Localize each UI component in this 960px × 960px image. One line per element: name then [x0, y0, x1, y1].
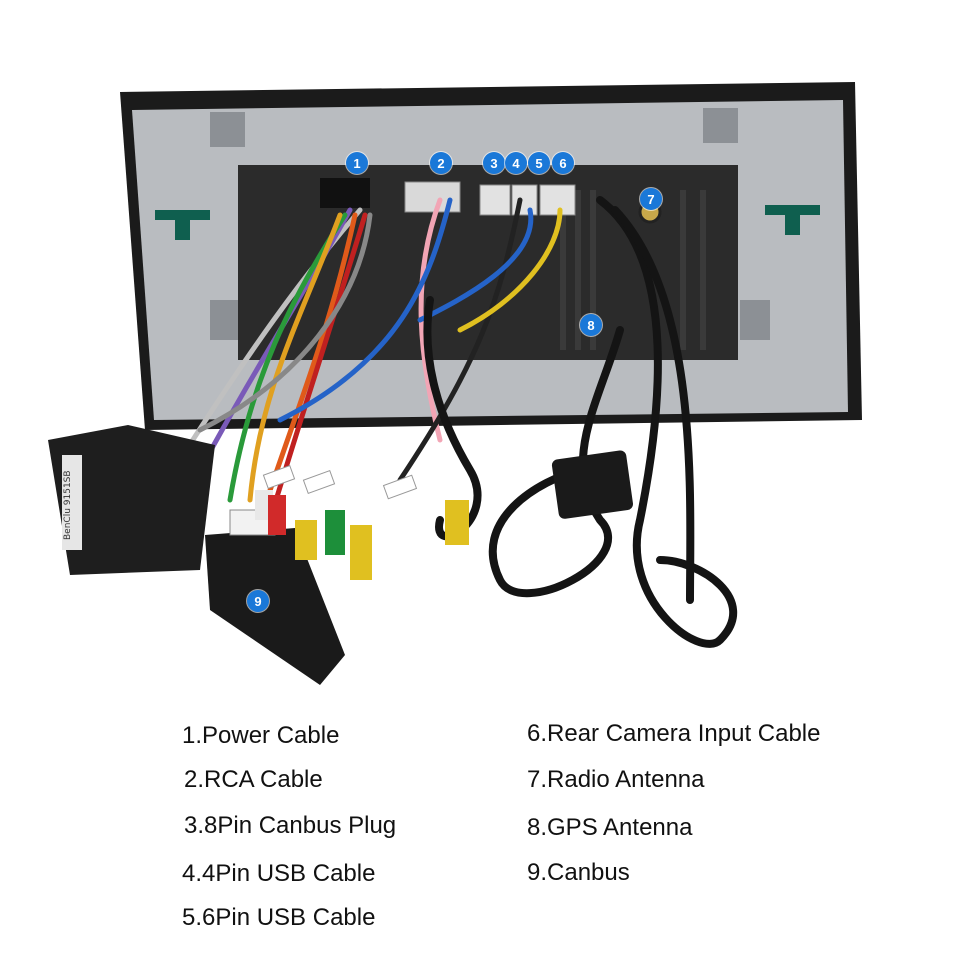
mount-tab [210, 112, 245, 147]
product-photo: BenClu 9151SB [48, 82, 862, 685]
canbus-connector [479, 184, 511, 216]
legend-item-canbus: 9.Canbus [527, 859, 630, 886]
mount-tab [740, 300, 770, 340]
badge-2: 2 [430, 152, 452, 174]
badge-7: 7 [640, 188, 662, 210]
mount-tab [210, 300, 240, 340]
gps-module [551, 450, 634, 519]
legend-item-rear-camera: 6.Rear Camera Input Cable [527, 720, 821, 747]
mount-tab [703, 108, 738, 143]
legend-item-6pin-usb: 5.6Pin USB Cable [182, 904, 376, 931]
legend-item-canbus-plug: 3.8Pin Canbus Plug [184, 812, 397, 839]
canbus-decoder [48, 425, 215, 575]
legend: 1.Power Cable 2.RCA Cable 3.8Pin Canbus … [0, 718, 960, 958]
green-tab [765, 205, 820, 235]
legend-item-rca-cable: 2.RCA Cable [184, 766, 323, 793]
badge-3: 3 [483, 152, 505, 174]
badge-6: 6 [552, 152, 574, 174]
badge-1: 1 [346, 152, 368, 174]
legend-item-4pin-usb: 4.4Pin USB Cable [182, 860, 376, 887]
decoder-label [62, 455, 82, 550]
legend-item-power-cable: 1.Power Cable [182, 722, 340, 749]
green-tab [155, 210, 210, 240]
legend-item-gps-antenna: 8.GPS Antenna [527, 814, 693, 841]
canbus-box [205, 528, 345, 685]
badge-5: 5 [528, 152, 550, 174]
rca-connector [404, 181, 461, 213]
legend-item-radio-antenna: 7.Radio Antenna [527, 766, 705, 793]
badge-4: 4 [505, 152, 527, 174]
badge-9: 9 [247, 590, 269, 612]
badge-8: 8 [580, 314, 602, 336]
rca-plug [255, 490, 469, 580]
power-connector [320, 178, 370, 208]
decoder-label-text: BenClu 9151SB [63, 470, 73, 540]
